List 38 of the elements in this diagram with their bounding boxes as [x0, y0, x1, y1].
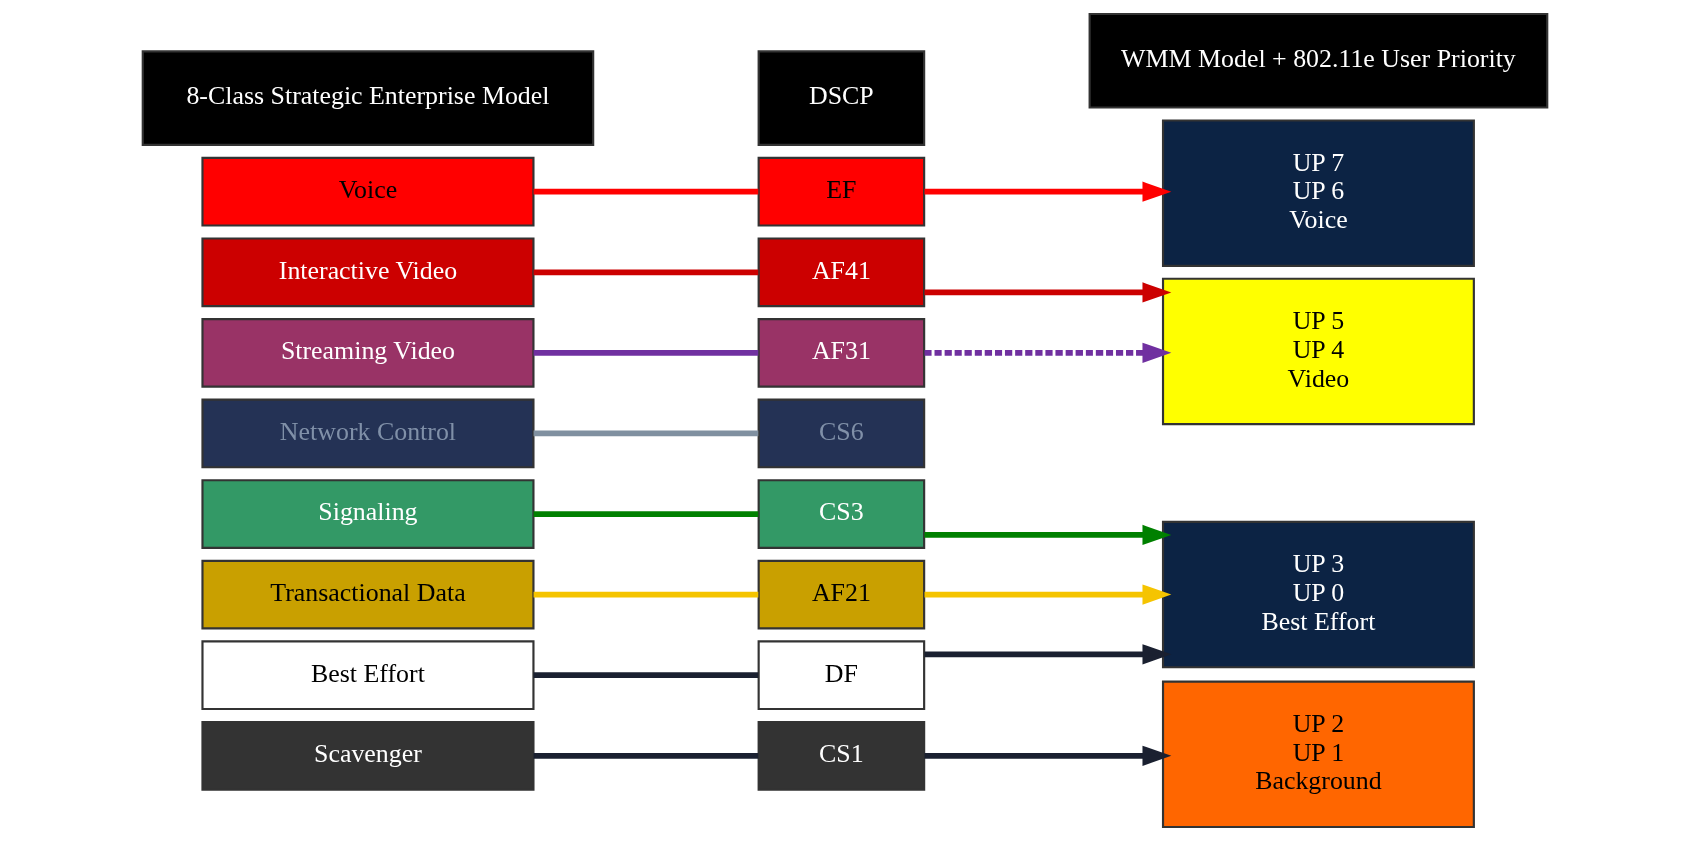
- connector: [533, 350, 758, 356]
- connector: [533, 269, 758, 276]
- connector: [533, 188, 758, 195]
- arrow: [924, 644, 1171, 665]
- node-box: DF: [757, 640, 925, 711]
- node-box: 8-Class Strategic Enterprise Model: [141, 50, 594, 146]
- node-box: Streaming Video: [200, 317, 535, 388]
- node-box: Scavenger: [200, 720, 535, 791]
- connector: [533, 430, 758, 437]
- node-box: AF31: [757, 317, 925, 388]
- node-box: UP 2 UP 1 Background: [1161, 680, 1475, 829]
- node-box: UP 5 UP 4 Video: [1161, 277, 1475, 426]
- arrow: [924, 584, 1171, 605]
- arrow: [924, 745, 1171, 766]
- node-box: CS6: [757, 398, 925, 469]
- node-box: WMM Model + 802.11e User Priority: [1088, 12, 1548, 109]
- arrow: [924, 342, 1171, 363]
- node-box: UP 3 UP 0 Best Effort: [1161, 520, 1475, 669]
- node-box: Best Effort: [200, 640, 535, 711]
- node-box: Transactional Data: [200, 559, 535, 630]
- node-box: Signaling: [200, 479, 535, 549]
- connector: [533, 591, 758, 598]
- node-box: Voice: [200, 156, 535, 227]
- node-box: Interactive Video: [200, 237, 535, 308]
- node-box: DSCP: [757, 50, 925, 146]
- arrow: [924, 524, 1171, 545]
- connector: [533, 672, 758, 679]
- node-box: Network Control: [200, 398, 535, 469]
- node-box: EF: [757, 156, 925, 227]
- node-box: CS3: [757, 479, 925, 549]
- arrow: [924, 181, 1171, 202]
- node-box: UP 7 UP 6 Voice: [1161, 119, 1475, 267]
- connector: [533, 511, 758, 517]
- arrow: [924, 282, 1171, 303]
- node-box: CS1: [757, 720, 925, 791]
- connector: [533, 752, 758, 759]
- node-box: AF21: [757, 559, 925, 630]
- node-box: AF41: [757, 237, 925, 308]
